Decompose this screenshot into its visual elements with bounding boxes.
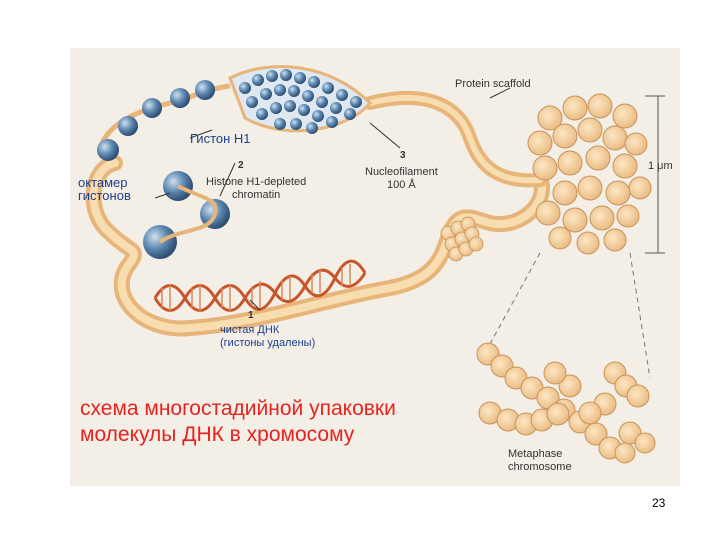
caption-line2: молекулы ДНК в хромосому xyxy=(80,423,355,446)
label-nucleofilament-line2: 100 Å xyxy=(387,179,416,191)
metaphase-chromosome xyxy=(476,342,656,464)
nucleosome-beads xyxy=(97,80,231,259)
naked-dna-helix xyxy=(153,259,367,312)
label-naked-dna: чистая ДНК (гистоны удалены) xyxy=(220,324,315,350)
diagram-artwork xyxy=(85,65,665,464)
nucleofilament xyxy=(228,65,373,134)
slide-caption: схема многостадийной упаковки молекулы Д… xyxy=(80,396,500,448)
label-histone-octamer-line2: гистонов xyxy=(78,188,131,203)
coiled-fiber-segment xyxy=(440,216,484,262)
label-pointers xyxy=(154,87,511,311)
chromatin-fiber xyxy=(85,90,550,337)
label-metaphase-chromosome: Metaphase chromosome xyxy=(508,448,572,474)
label-histone-octamer: октамер гистонов xyxy=(78,176,131,202)
label-naked-dna-line2: (гистоны удалены) xyxy=(220,337,316,349)
label-h1-depleted-chromatin: Histone H1-depleted chromatin xyxy=(206,176,306,202)
label-protein-scaffold: Protein scaffold xyxy=(455,78,531,90)
label-histone-octamer-line1: октамер xyxy=(78,175,128,190)
label-h1-depleted-line1: Histone H1-depleted xyxy=(206,176,307,188)
label-nucleofilament: Nucleofilament 100 Å xyxy=(365,166,438,192)
label-metaphase-line1: Metaphase xyxy=(508,448,563,460)
zoom-lines xyxy=(484,252,651,379)
slide-number: 23 xyxy=(652,496,666,510)
scale-bar xyxy=(645,95,665,254)
marker-1: 1 xyxy=(248,310,254,321)
label-histone-h1: Гистон H1 xyxy=(190,131,251,146)
dna-packaging-figure: Гистон H1 октамер гистонов 2 Histone H1-… xyxy=(70,48,680,486)
label-nucleofilament-line1: Nucleofilament xyxy=(365,166,438,178)
marker-3: 3 xyxy=(400,150,406,161)
label-scale: 1 μm xyxy=(648,160,673,172)
marker-2: 2 xyxy=(238,160,244,171)
caption-line1: схема многостадийной упаковки xyxy=(80,397,396,420)
label-h1-depleted-line2: chromatin xyxy=(232,189,281,201)
label-naked-dna-line1: чистая ДНК xyxy=(220,324,280,336)
protein-scaffold-loops xyxy=(527,93,652,255)
label-metaphase-line2: chromosome xyxy=(508,461,572,473)
